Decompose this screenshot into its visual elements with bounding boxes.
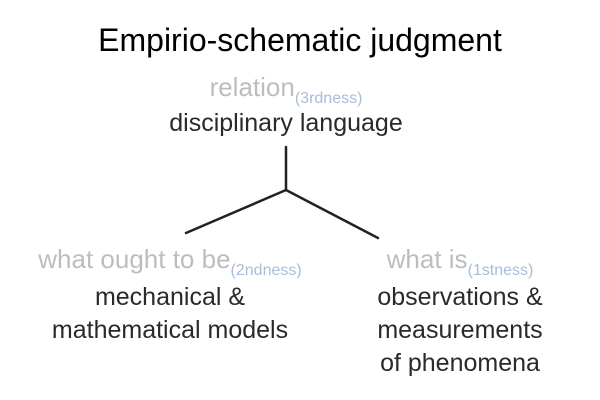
node-relation-ordinal: (3rdness) xyxy=(294,90,363,107)
node-what-is-kind: what is(1stness) xyxy=(350,244,570,279)
node-what-ought-to-be-line-2: mathematical models xyxy=(51,316,289,344)
node-what-ought-to-be-ordinal: (2ndness) xyxy=(230,262,302,279)
node-what-ought-to-be: what ought to be(2ndness) mechanical & m… xyxy=(20,244,320,345)
node-what-is: what is(1stness) observations & measurem… xyxy=(350,244,570,378)
node-relation-content: disciplinary language xyxy=(169,109,403,137)
connector-left-branch xyxy=(184,188,288,235)
node-what-ought-to-be-kind-label: what ought to be xyxy=(38,244,231,274)
node-what-is-line-3: of phenomena xyxy=(380,349,540,377)
node-relation-kind-label: relation xyxy=(209,72,295,102)
node-what-is-kind-label: what is xyxy=(386,244,468,274)
diagram-title: Empirio-schematic judgment xyxy=(98,22,502,58)
node-relation-kind: relation(3rdness) xyxy=(130,72,442,107)
node-relation: relation(3rdness) disciplinary language xyxy=(130,72,442,138)
node-what-ought-to-be-kind: what ought to be(2ndness) xyxy=(20,244,320,279)
node-what-ought-to-be-line-1: mechanical & xyxy=(94,283,246,311)
node-what-is-line-1: observations & xyxy=(377,283,543,311)
node-what-is-line-2: measurements xyxy=(377,316,543,344)
node-what-is-ordinal: (1stness) xyxy=(467,262,534,279)
connector-right-branch xyxy=(284,188,380,240)
